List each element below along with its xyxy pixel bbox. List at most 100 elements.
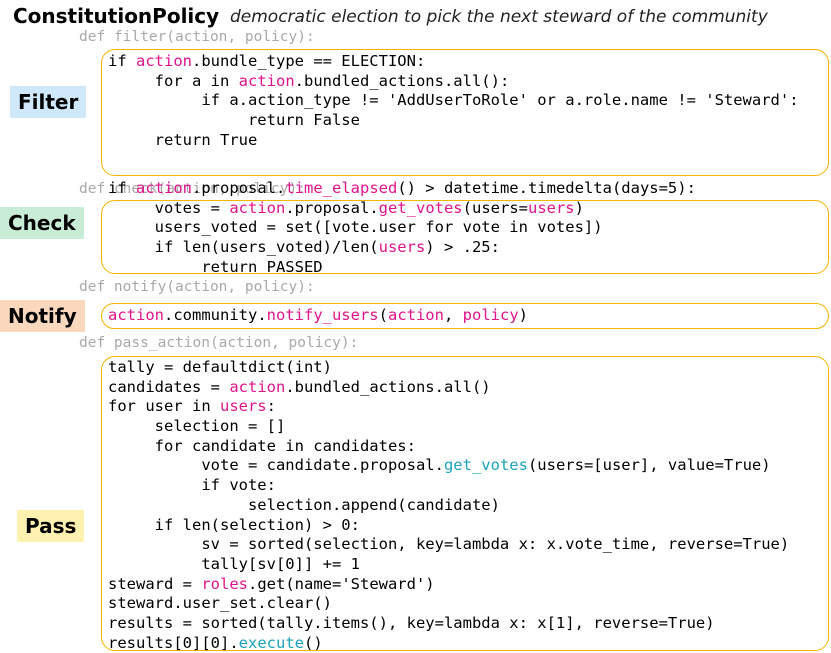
code-token: if xyxy=(108,179,136,197)
code-line: if a.action_type != 'AddUserToRole' or a… xyxy=(108,91,799,111)
code-token: if xyxy=(108,52,136,70)
code-token-highlight: users xyxy=(527,198,575,217)
code-token-highlight: get_votes xyxy=(378,198,463,217)
code-line: candidates = action.bundled_actions.all(… xyxy=(108,378,789,398)
code-token: candidates = xyxy=(108,377,230,396)
code-token-highlight: action xyxy=(136,179,192,197)
code-token: results = sorted(tally.items(), key=lamb… xyxy=(108,613,715,632)
code-line: if len(users_voted)/len(users) > .25: xyxy=(108,238,696,258)
code-line: action.community.notify_users(action, po… xyxy=(108,306,528,326)
code-token: steward.user_set.clear() xyxy=(108,594,332,613)
code-line: vote = candidate.proposal.get_votes(user… xyxy=(108,456,789,476)
code-token-highlight: action xyxy=(136,52,192,70)
code-line: if len(selection) > 0: xyxy=(108,516,789,536)
filter-code-box xyxy=(101,49,829,176)
code-line: return False xyxy=(108,111,799,131)
code-token-highlight: users xyxy=(378,238,426,257)
code-token: (users= xyxy=(462,198,528,217)
code-token-highlight: action xyxy=(229,198,286,217)
code-token: .bundled_actions.all() xyxy=(285,377,491,396)
check-code: if action.proposal.time_elapsed() > date… xyxy=(108,179,696,277)
code-line: return True xyxy=(108,131,799,151)
notify-label: Notify xyxy=(0,300,85,332)
check-code-box xyxy=(101,200,829,274)
check-label: Check xyxy=(0,207,84,239)
check-signature: def check(action, policy): xyxy=(79,181,306,197)
code-line: selection = [] xyxy=(108,417,789,437)
code-token: .proposal. xyxy=(192,179,286,197)
pass-code: tally = defaultdict(int)candidates = act… xyxy=(108,358,789,653)
code-token: : xyxy=(266,397,276,416)
code-token: if len(selection) > 0: xyxy=(108,515,360,534)
code-token: votes = xyxy=(108,198,230,217)
code-line: if action.bundle_type == ELECTION: xyxy=(108,52,799,72)
code-line: steward = roles.get(name='Steward') xyxy=(108,575,789,595)
pass-label: Pass xyxy=(17,510,85,542)
code-token: results[0][0]. xyxy=(108,633,239,652)
code-token: for candidate in candidates: xyxy=(108,436,416,455)
code-line: sv = sorted(selection, key=lambda x: x.v… xyxy=(108,535,789,555)
code-line: return PASSED xyxy=(108,258,696,278)
code-token: .bundle_type == ELECTION: xyxy=(192,52,426,70)
code-token-highlight: action xyxy=(387,306,444,324)
code-token: .get(name='Steward') xyxy=(248,574,435,593)
code-token: sv = sorted(selection, key=lambda x: x.v… xyxy=(108,535,790,554)
code-token: ) > .25: xyxy=(425,238,500,257)
code-token: .community. xyxy=(164,306,267,324)
code-token: .bundled_actions.all(): xyxy=(294,71,510,90)
code-line: steward.user_set.clear() xyxy=(108,594,789,614)
code-line: votes = action.proposal.get_votes(users=… xyxy=(108,199,696,219)
code-token: ) xyxy=(518,306,528,324)
code-token: selection.append(candidate) xyxy=(108,495,500,514)
code-token: ) xyxy=(574,198,584,217)
code-line: users_voted = set([vote.user for vote in… xyxy=(108,218,696,238)
code-line: selection.append(candidate) xyxy=(108,496,789,516)
code-line: for user in users: xyxy=(108,397,789,417)
code-token: for a in xyxy=(108,71,239,90)
pass-code-box xyxy=(101,356,829,651)
filter-label: Filter xyxy=(10,86,87,118)
policy-title: ConstitutionPolicy xyxy=(13,4,220,28)
code-line: results[0][0].execute() xyxy=(108,634,789,653)
code-line: for a in action.bundled_actions.all(): xyxy=(108,72,799,92)
notify-code-box xyxy=(101,303,829,329)
code-token-highlight: notify_users xyxy=(266,306,379,324)
code-token: selection = [] xyxy=(108,417,286,436)
code-token: () > datetime.timedelta(days=5): xyxy=(397,179,696,197)
code-token-highlight: action xyxy=(229,377,286,396)
code-token: , xyxy=(443,306,463,324)
code-token: () xyxy=(303,633,323,652)
code-token-highlight: time_elapsed xyxy=(285,179,398,197)
code-token-highlight: action xyxy=(108,306,164,324)
notify-signature: def notify(action, policy): xyxy=(79,279,315,295)
code-token: if len(users_voted)/len( xyxy=(108,238,379,257)
code-line: if vote: xyxy=(108,476,789,496)
code-token-highlight: policy xyxy=(462,306,519,324)
code-token-highlight: execute xyxy=(238,633,304,652)
code-token: (users=[user], value=True) xyxy=(527,456,771,475)
code-token-highlight: get_votes xyxy=(443,456,528,475)
code-token: vote = candidate.proposal. xyxy=(108,456,444,475)
code-token: ( xyxy=(378,306,388,324)
code-token: steward = xyxy=(108,574,202,593)
code-token: tally = defaultdict(int) xyxy=(108,358,332,376)
policy-subtitle: democratic election to pick the next ste… xyxy=(230,7,768,27)
code-token-highlight: action xyxy=(238,71,295,90)
notify-code: action.community.notify_users(action, po… xyxy=(108,306,528,326)
code-token: users_voted = set([vote.user for vote in… xyxy=(108,218,603,237)
filter-signature: def filter(action, policy): xyxy=(79,29,315,45)
code-token: return False xyxy=(108,111,360,130)
code-line: for candidate in candidates: xyxy=(108,437,789,457)
pass-signature: def pass_action(action, policy): xyxy=(79,335,359,351)
code-token: tally[sv[0]] += 1 xyxy=(108,554,360,573)
code-token-highlight: users xyxy=(219,397,267,416)
code-token: if a.action_type != 'AddUserToRole' or a… xyxy=(108,91,799,110)
code-line: if action.proposal.time_elapsed() > date… xyxy=(108,179,696,199)
code-line: tally = defaultdict(int) xyxy=(108,358,789,378)
code-token: return PASSED xyxy=(108,257,323,276)
code-token: return True xyxy=(108,130,258,149)
code-token-highlight: roles xyxy=(201,574,248,593)
code-token: for user in xyxy=(108,397,220,416)
filter-code: if action.bundle_type == ELECTION: for a… xyxy=(108,52,799,150)
code-token: if vote: xyxy=(108,476,276,495)
